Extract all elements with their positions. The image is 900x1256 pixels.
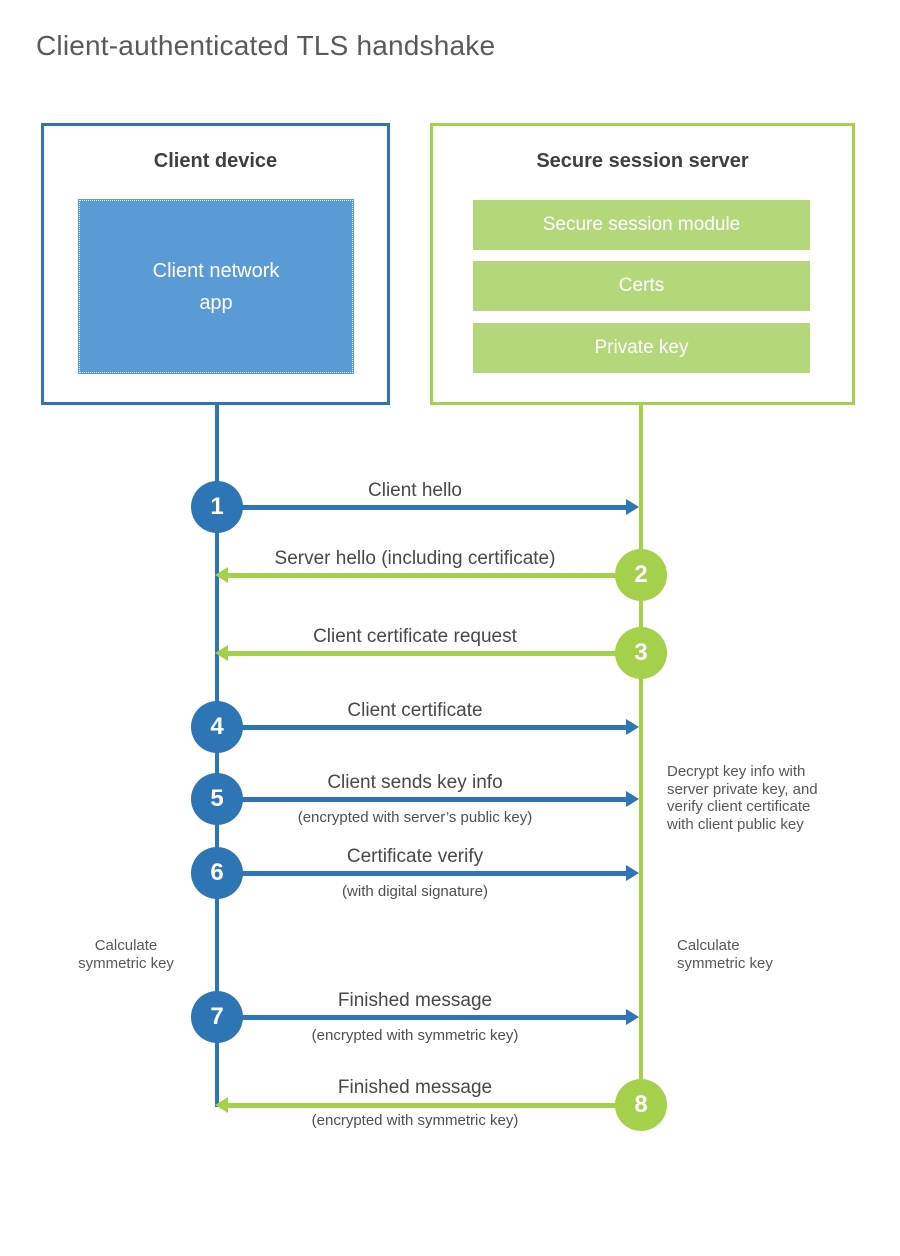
- step-sub-7: (encrypted with symmetric key): [311, 1027, 519, 1044]
- step-circle-4: 4: [191, 701, 243, 753]
- client-device-title: Client device: [153, 150, 278, 172]
- arrowhead-right-icon: [626, 791, 639, 807]
- step-label-7: Finished message: [337, 990, 493, 1011]
- step-label-8: Finished message: [337, 1077, 493, 1098]
- server-module-certs: Certs: [473, 261, 810, 311]
- note-calculate-key-client: Calculate symmetric key: [78, 937, 174, 972]
- client-lifeline: [215, 404, 219, 1107]
- arrowhead-left-icon: [215, 567, 228, 583]
- step-circle-1: 1: [191, 481, 243, 533]
- step-label-1: Client hello: [368, 480, 462, 501]
- server-module-private-key: Private key: [473, 323, 810, 373]
- arrow-step-5-right: [217, 791, 639, 807]
- arrowhead-left-icon: [215, 1097, 228, 1113]
- arrow-step-4-right: [217, 719, 639, 735]
- arrowhead-right-icon: [626, 499, 639, 515]
- arrow-step-2-left: [215, 567, 641, 583]
- server-lifeline: [639, 404, 643, 1105]
- arrow-step-7-right: [217, 1009, 639, 1025]
- step-sub-8: (encrypted with symmetric key): [311, 1112, 519, 1129]
- step-sub-6: (with digital signature): [342, 883, 488, 900]
- server-box: Secure session server Secure session mod…: [430, 123, 855, 405]
- step-label-3: Client certificate request: [313, 626, 517, 647]
- arrowhead-right-icon: [626, 719, 639, 735]
- client-device-box: Client device Client network app: [41, 123, 390, 405]
- step-circle-7: 7: [191, 991, 243, 1043]
- step-label-2: Server hello (including certificate): [274, 548, 556, 569]
- step-label-5: Client sends key info: [327, 772, 503, 793]
- client-network-app-box: Client network app: [78, 199, 354, 374]
- step-circle-5: 5: [191, 773, 243, 825]
- step-circle-2: 2: [615, 549, 667, 601]
- step-circle-6: 6: [191, 847, 243, 899]
- step-label-6: Certificate verify: [346, 846, 484, 867]
- arrow-step-3-left: [215, 645, 641, 661]
- client-network-app-label: Client network app: [152, 259, 280, 314]
- arrow-step-1-right: [217, 499, 639, 515]
- page-title: Client-authenticated TLS handshake: [36, 30, 496, 61]
- step-label-4: Client certificate: [347, 700, 483, 721]
- step-circle-8: 8: [615, 1079, 667, 1131]
- arrow-step-8-left: [215, 1097, 641, 1113]
- step-sub-5: (encrypted with server’s public key): [297, 809, 533, 826]
- step-circle-3: 3: [615, 627, 667, 679]
- arrowhead-right-icon: [626, 865, 639, 881]
- server-module-secure-session: Secure session module: [473, 200, 810, 250]
- server-title: Secure session server: [536, 150, 749, 172]
- note-decrypt-key-info: Decrypt key info with server private key…: [667, 763, 818, 833]
- arrowhead-left-icon: [215, 645, 228, 661]
- arrow-step-6-right: [217, 865, 639, 881]
- note-calculate-key-server: Calculate symmetric key: [677, 937, 773, 972]
- arrowhead-right-icon: [626, 1009, 639, 1025]
